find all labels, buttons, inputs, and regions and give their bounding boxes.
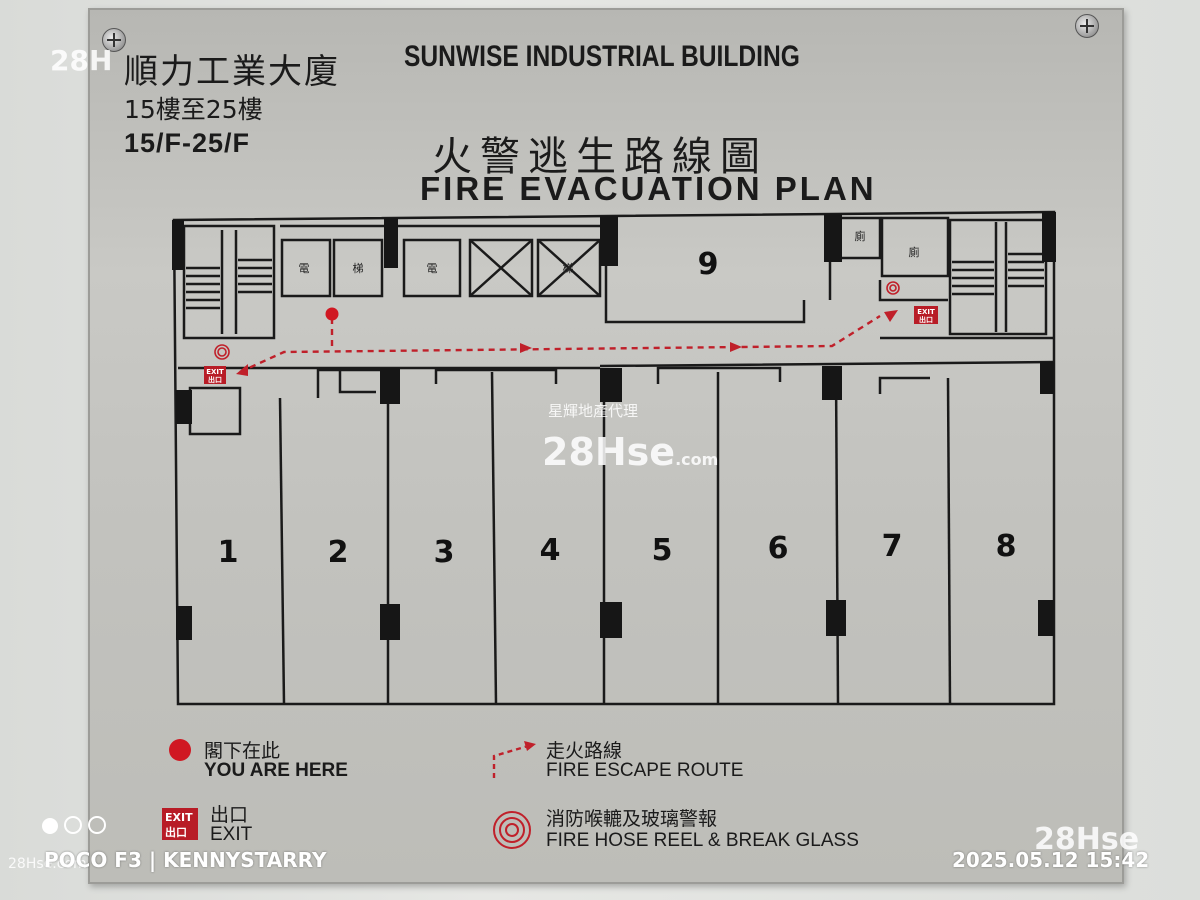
floor-outline	[172, 210, 1056, 706]
camera-logo-icon	[42, 816, 106, 838]
camera-timestamp: 2025.05.12 15:42	[952, 848, 1150, 872]
building-name-cn: 順力工業大廈	[124, 52, 340, 92]
lift-char-1: 電	[299, 262, 310, 275]
lift-char-3: 電	[427, 262, 438, 275]
unit-7-label: 7	[882, 529, 903, 564]
legend-route-icon	[492, 744, 529, 778]
you-are-here-marker	[325, 307, 339, 321]
legend-route-cn: 走火路線	[546, 740, 623, 762]
legend-exit-cn: 出口	[210, 804, 249, 826]
route-arrowheads	[236, 310, 898, 376]
agency-watermark: 星輝地產代理	[548, 402, 639, 420]
exit-sign-icon	[204, 306, 938, 384]
legend-you-are-here-cn: 閣下在此	[204, 740, 281, 762]
corner-watermark-bottom: 28Hse	[1034, 822, 1140, 857]
building-name-en: SUNWISE INDUSTRIAL BUILDING	[404, 40, 800, 73]
unit-5-label: 5	[652, 533, 673, 568]
unit-6-label: 6	[768, 531, 789, 566]
top-right-screw-icon	[1075, 14, 1099, 38]
lift-char-2: 梯	[353, 262, 364, 275]
evacuation-plate	[88, 8, 1124, 884]
unit-9-label: 9	[698, 247, 719, 282]
floors-cn: 15樓至25樓	[124, 95, 263, 124]
camera-label: POCO F3 | KENNYSTARRY	[44, 848, 327, 872]
legend-exit-sign-bottom: 出口	[165, 826, 187, 839]
legend-exit-sign-top: EXIT	[165, 811, 193, 824]
plan-title-en: FIRE EVACUATION PLAN	[420, 170, 877, 207]
legend-hose-reel-icon	[493, 811, 531, 849]
toilet-char-1: 廁	[855, 229, 866, 243]
lift-char-4: 梯	[563, 262, 574, 275]
fire-escape-route	[239, 314, 881, 374]
fire-hose-reel-icon	[214, 281, 900, 360]
floors-en: 15/F-25/F	[124, 128, 251, 158]
toilet-char-2: 廁	[909, 245, 920, 259]
legend-you-are-here-en: YOU ARE HERE	[204, 760, 348, 781]
exit-sign-top: EXIT	[206, 368, 224, 376]
structural-columns	[172, 212, 1056, 640]
legend-exit-en: EXIT	[210, 824, 253, 845]
legend-hose-cn: 消防喉轆及玻璃警報	[546, 808, 718, 830]
exit-sign-bottom-2: 出口	[919, 315, 933, 324]
corner-watermark-top: 28H	[50, 44, 113, 77]
legend-exit-icon	[162, 808, 198, 840]
bottom-left-watermark: 28Hse.com	[8, 856, 87, 872]
unit-1-label: 1	[218, 535, 239, 570]
legend-hose-en: FIRE HOSE REEL & BREAK GLASS	[546, 830, 859, 851]
exit-sign-bottom: 出口	[208, 375, 222, 384]
legend-route-en: FIRE ESCAPE ROUTE	[546, 760, 744, 781]
legend-dot-icon	[169, 739, 191, 761]
unit-4-label: 4	[540, 533, 561, 568]
site-watermark: 28Hse.com	[542, 430, 719, 474]
unit-3-label: 3	[434, 535, 455, 570]
unit-2-label: 2	[328, 535, 349, 570]
top-left-screw-icon	[102, 28, 126, 52]
exit-sign-top-2: EXIT	[917, 308, 935, 316]
plan-title-cn: 火警逃生路線圖	[432, 134, 768, 180]
unit-8-label: 8	[996, 529, 1017, 564]
